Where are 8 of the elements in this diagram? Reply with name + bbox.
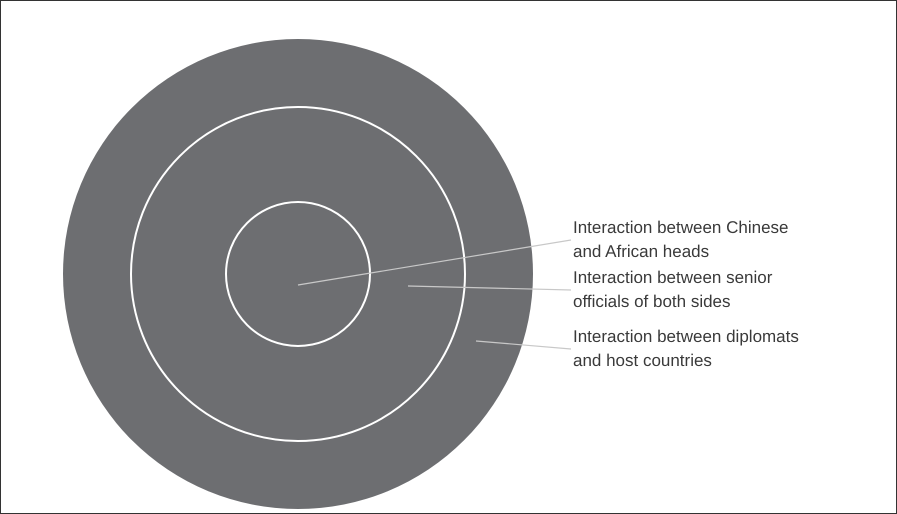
callout-text: Interaction between diplomats and host countries <box>573 325 803 373</box>
leader-line <box>408 285 572 291</box>
leader-line <box>476 340 572 350</box>
leader-line <box>298 239 572 286</box>
ring-circle <box>225 201 371 347</box>
callout-text: Interaction between senior officials of both sides <box>573 266 803 314</box>
callout-text: Interaction between Chinese and African heads <box>573 216 803 264</box>
ring-circle <box>130 106 466 442</box>
